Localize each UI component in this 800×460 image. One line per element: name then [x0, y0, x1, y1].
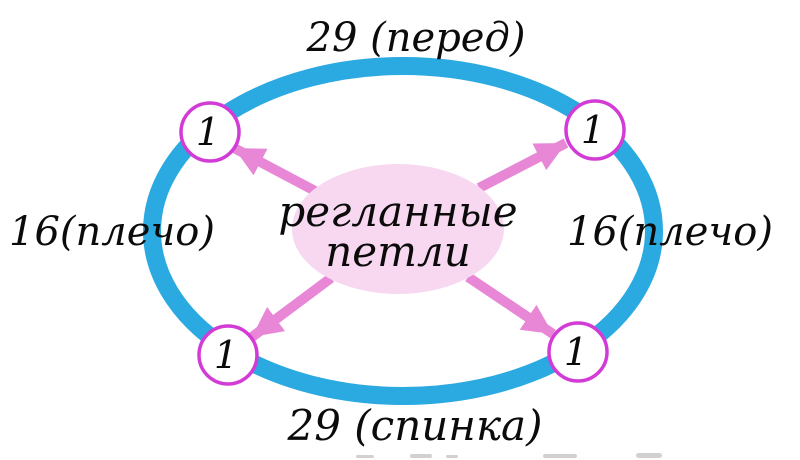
stitch-marker-top-right-value: 1: [581, 108, 605, 152]
center-label-line2: петли: [325, 227, 471, 276]
arrow-to-top-left: [231, 143, 320, 197]
arrow-to-bottom-left: [249, 273, 334, 342]
label-front-count: 29 (перед): [306, 15, 526, 61]
center-label-line1: регланные: [278, 187, 517, 236]
label-shoulder-left-count: 16(плечо): [9, 209, 215, 255]
label-back-count: 29 (спинка): [287, 401, 543, 450]
arrow-to-top-right: [476, 138, 569, 193]
arrow-to-bottom-right: [465, 272, 556, 339]
stitch-marker-top-left: [179, 101, 241, 163]
raglan-center-bubble: [292, 164, 504, 294]
cropped-text-artifact: [356, 453, 662, 458]
stitch-marker-bottom-left-value: 1: [214, 333, 238, 377]
needle-ring-ellipse: [143, 57, 663, 405]
stitch-marker-bottom-left: [197, 324, 259, 386]
stitch-marker-top-left-value: 1: [196, 110, 220, 154]
stitch-marker-top-right: [564, 99, 626, 161]
label-shoulder-right-count: 16(плечо): [567, 209, 773, 255]
stitch-marker-bottom-right-value: 1: [564, 330, 588, 374]
stitch-marker-bottom-right: [547, 321, 609, 383]
